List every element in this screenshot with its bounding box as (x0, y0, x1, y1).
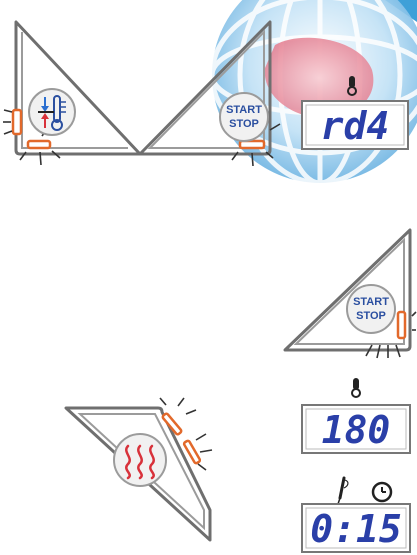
heat-icon (125, 444, 155, 480)
accent-strip (396, 310, 407, 340)
display-value: 180 (322, 408, 391, 452)
globe-illustration (209, 0, 417, 186)
start-stop-button[interactable]: START STOP (346, 284, 396, 334)
panel-b: START STOP rd4 (138, 20, 409, 167)
panel-a (3, 20, 142, 166)
clock-icon (371, 481, 393, 503)
start-label: START (353, 296, 389, 308)
temperature-toggle-button[interactable] (28, 88, 76, 136)
heat-button[interactable] (113, 433, 167, 487)
pen-icon (337, 476, 349, 505)
panel-f: 0:15 (301, 476, 411, 553)
lcd-display-rd4: rd4 (301, 100, 409, 150)
accent-strip (238, 139, 266, 150)
panel-c: START STOP (283, 228, 417, 359)
flash-lines (159, 397, 213, 471)
lcd-display-180: 180 (301, 404, 411, 454)
start-stop-button[interactable]: START STOP (219, 92, 269, 142)
panel-d (64, 397, 213, 542)
probe-icon (347, 76, 357, 96)
lcd-display-015: 0:15 (301, 503, 411, 553)
panel-e: 180 (301, 378, 411, 454)
accent-strip (182, 439, 202, 465)
flash-lines (3, 109, 61, 166)
accent-strip (11, 108, 23, 136)
display-value: rd4 (321, 104, 390, 148)
stop-label: STOP (229, 118, 259, 130)
display-value: 0:15 (310, 507, 402, 551)
accent-strip (161, 412, 183, 436)
flash-lines (365, 311, 417, 359)
accent-strip (26, 139, 52, 150)
flash-lines (231, 123, 281, 167)
thermometer-icon (51, 95, 66, 131)
probe-icon (351, 378, 361, 398)
start-label: START (226, 104, 262, 116)
stop-label: STOP (356, 310, 386, 322)
arrow-up-icon (41, 113, 49, 128)
arrow-down-icon (41, 97, 49, 112)
